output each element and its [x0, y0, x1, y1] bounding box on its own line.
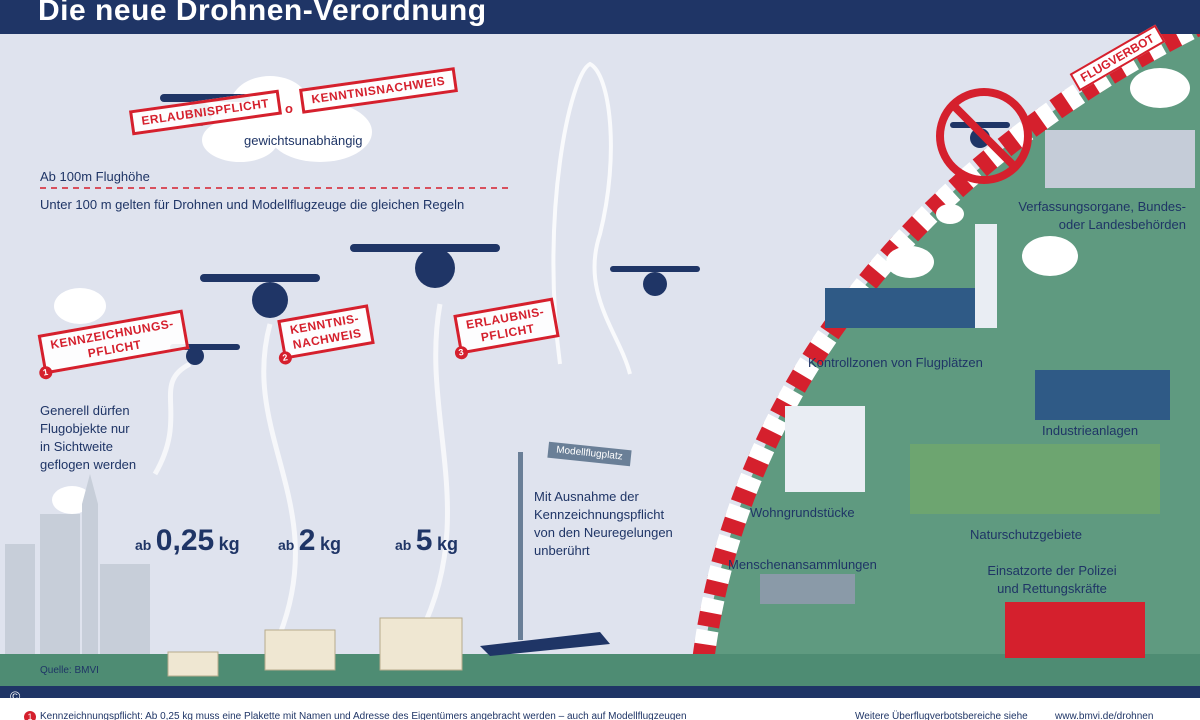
zone-menschenansammlungen: Menschenansammlungen	[728, 557, 877, 572]
zone-industrieanlagen: Industrieanlagen	[1042, 423, 1139, 438]
weight-unit: kg	[319, 534, 341, 554]
weight-5: ab 5 kg	[395, 524, 458, 558]
stamp-connector: o	[285, 101, 293, 116]
source-label: Quelle: BMVI	[40, 665, 99, 676]
sight-rule-l2: Flugobjekte nur	[40, 421, 130, 436]
below-100m-rule: Unter 100 m gelten für Drohnen und Model…	[40, 197, 465, 212]
weight-025: ab 0,25 kg	[135, 524, 240, 558]
weight-value: 5	[415, 524, 433, 557]
modelflight-pole	[518, 452, 523, 640]
weight-value: 2	[298, 524, 316, 557]
copyright-mark: ©	[10, 688, 21, 704]
height-label: Ab 100m Flughöhe	[40, 169, 150, 184]
zone-kontrollzonen: Kontrollzonen von Flugplätzen	[808, 355, 983, 370]
sight-rule-l3: in Sichtweite	[40, 439, 113, 454]
modelflight-l1: Mit Ausnahme der	[534, 489, 639, 504]
more-zones-label: Weitere Überflugverbotsbereiche siehe	[855, 711, 1028, 720]
footnote-marker: 1	[24, 711, 36, 720]
zone-verfassung-l1: Verfassungsorgane, Bundes-	[1018, 199, 1186, 214]
weight-prefix: ab	[395, 537, 412, 553]
weight-value: 0,25	[155, 524, 215, 557]
weight-unit: kg	[218, 534, 240, 554]
background-illustration	[0, 34, 1200, 694]
weight-unit: kg	[436, 534, 458, 554]
zone-naturschutzgebiete: Naturschutzgebiete	[970, 527, 1083, 542]
modelflight-l4: unberührt	[534, 543, 590, 558]
footer: 1 Kennzeichnungspflicht: Ab 0,25 kg muss…	[0, 698, 1200, 720]
weight-note: gewichtsunabhängig	[244, 133, 363, 148]
zone-wohngrundstuecke: Wohngrundstücke	[750, 505, 855, 520]
weight-prefix: ab	[135, 537, 152, 553]
weight-prefix: ab	[278, 537, 295, 553]
sight-rule-l1: Generell dürfen	[40, 403, 130, 418]
modelflight-note: Mit Ausnahme der Kennzeichnungspflicht v…	[534, 488, 673, 560]
footnote-text: Kennzeichnungspflicht: Ab 0,25 kg muss e…	[40, 711, 687, 720]
zone-verfassung-l2: oder Landesbehörden	[1058, 217, 1186, 232]
zone-einsatzorte: Einsatzorte der Polizei und Rettungskräf…	[962, 562, 1142, 598]
zone-einsatz-l2: und Rettungskräfte	[997, 581, 1107, 596]
zone-einsatz-l1: Einsatzorte der Polizei	[987, 563, 1117, 578]
modelflight-l2: Kennzeichnungspflicht	[534, 507, 665, 522]
weight-2: ab 2 kg	[278, 524, 341, 558]
header-bar: Die neue Drohnen-Verordnung	[0, 0, 1200, 34]
sight-rule-l4: geflogen werden	[40, 457, 137, 472]
sight-rule: Generell dürfen Flugobjekte nur in Sicht…	[40, 402, 136, 474]
bottom-band	[0, 686, 1200, 698]
zone-verfassungsorgane: Verfassungsorgane, Bundes- oder Landesbe…	[996, 198, 1186, 234]
bmvi-link[interactable]: www.bmvi.de/drohnen	[1055, 711, 1154, 720]
page-title: Die neue Drohnen-Verordnung	[38, 0, 487, 27]
modelflight-l3: von den Neuregelungen	[534, 525, 673, 540]
